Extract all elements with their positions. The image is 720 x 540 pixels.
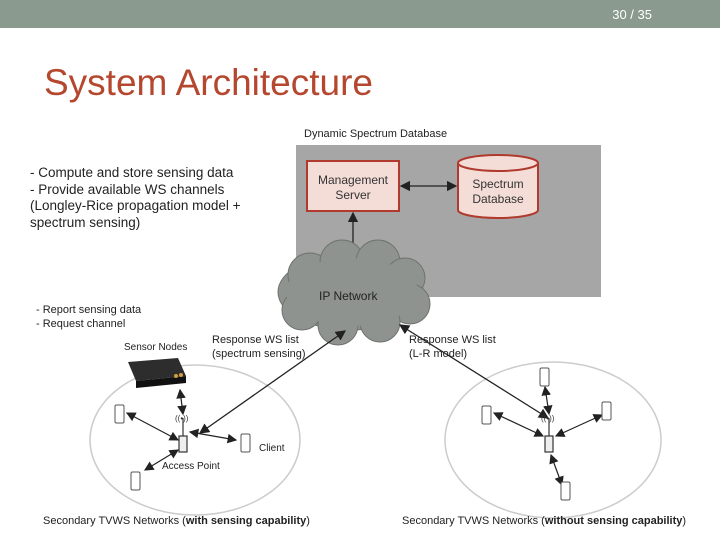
management-server-label: Management Server: [307, 173, 399, 203]
cloud-left-ap-arrow: [198, 330, 347, 434]
ip-network-label: IP Network: [319, 289, 378, 303]
response-right-line: (L-R model): [409, 348, 468, 360]
database-note-line: spectrum sensing): [30, 214, 141, 230]
access-point-label: Access Point: [162, 461, 220, 472]
database-notes: - Compute and store sensing data - Provi…: [30, 165, 241, 231]
response-left-line: (spectrum sensing): [212, 348, 306, 360]
caption-right-post: ): [682, 515, 687, 527]
caption-right: Secondary TVWS Networks (without sensing…: [402, 515, 686, 527]
spectrum-database-label: Spectrum Database: [458, 177, 538, 207]
svg-text:((•)): ((•)): [541, 414, 555, 423]
spectrum-database-text: Spectrum Database: [472, 177, 524, 206]
right-access-point: ((•)): [541, 414, 555, 453]
caption-left: Secondary TVWS Networks (with sensing ca…: [43, 515, 310, 527]
client-label: Client: [259, 443, 285, 454]
sensor-note-line: - Request channel: [36, 318, 126, 330]
slide-title: System Architecture: [44, 62, 374, 103]
sensor-notes: - Report sensing data - Request channel: [36, 303, 141, 331]
page-number: 30 / 35: [612, 7, 652, 22]
caption-left-post: ): [306, 515, 310, 527]
response-left-line: Response WS list: [212, 334, 299, 346]
spectrum-database-cylinder: [457, 154, 539, 219]
caption-left-pre: Secondary TVWS Networks (: [43, 515, 186, 527]
right-network-links: [492, 385, 604, 487]
management-server-text: Management Server: [317, 173, 389, 202]
right-network-ellipse: [444, 361, 662, 519]
client-phones: [114, 367, 612, 501]
database-region-label: Dynamic Spectrum Database: [304, 128, 448, 140]
response-left: Response WS list (spectrum sensing): [212, 333, 306, 361]
management-server-box: [306, 160, 400, 212]
top-bar: [0, 0, 720, 28]
sensor-node-device: [128, 358, 186, 388]
sensor-nodes-label: Sensor Nodes: [124, 342, 188, 353]
response-right-line: Response WS list: [409, 334, 496, 346]
left-network-ellipse: [89, 364, 301, 516]
response-right: Response WS list (L-R model): [409, 333, 496, 361]
svg-text:((•)): ((•)): [175, 414, 189, 423]
caption-right-pre: Secondary TVWS Networks (: [402, 515, 545, 527]
left-network-links: [125, 388, 238, 471]
database-note-line: (Longley-Rice propagation model +: [30, 198, 241, 213]
sensor-note-line: - Report sensing data: [36, 304, 142, 316]
caption-right-bold: without sensing capability: [544, 515, 683, 527]
cloud-right-ap-arrow: [398, 324, 550, 419]
database-note-line: - Compute and store sensing data: [30, 165, 234, 180]
caption-left-bold: with sensing capability: [185, 515, 307, 527]
left-access-point: ((•)): [175, 414, 189, 453]
database-note-line: - Provide available WS channels: [30, 181, 225, 197]
